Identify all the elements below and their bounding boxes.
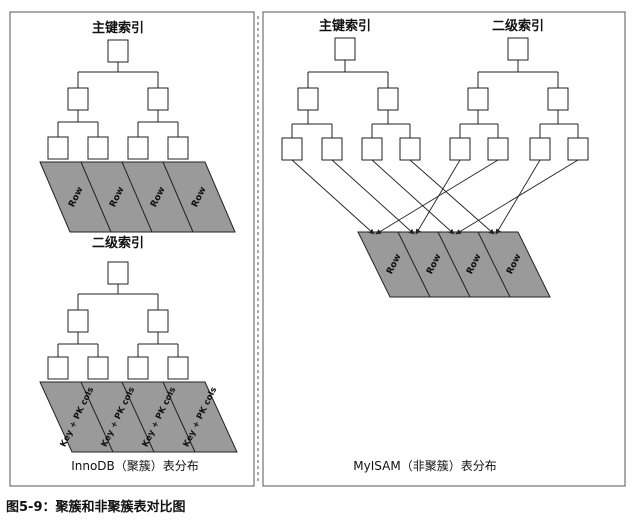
tree-node <box>297 87 319 111</box>
tree-node <box>147 87 169 111</box>
figure-caption: 图5-9：聚簇和非聚簇表对比图 <box>6 500 186 515</box>
myisam-secondary-tree <box>449 37 589 161</box>
tree-node <box>107 39 129 63</box>
tree-node <box>321 137 343 161</box>
innodb-keypk-strip: Key + PK cols Key + PK cols Key + PK col… <box>39 381 238 453</box>
tree-node <box>399 137 421 161</box>
innodb-row-strip: Row Row Row Row <box>39 161 236 233</box>
tree-node <box>361 137 383 161</box>
myisam-primary-tree <box>281 37 421 161</box>
tree-node <box>127 356 149 380</box>
myisam-primary-title: 主键索引 <box>319 18 371 34</box>
tree-node <box>47 356 69 380</box>
innodb-secondary-title: 二级索引 <box>92 235 144 251</box>
tree-node <box>377 87 399 111</box>
tree-node <box>67 87 89 111</box>
myisam-panel-frame <box>262 11 626 487</box>
innodb-primary-tree <box>47 39 189 160</box>
tree-node <box>547 87 569 111</box>
pointer-arrow <box>415 159 461 235</box>
tree-node <box>529 137 551 161</box>
tree-node <box>449 137 471 161</box>
tree-node <box>167 356 189 380</box>
myisam-secondary-title: 二级索引 <box>492 18 544 34</box>
pointer-arrow <box>331 159 415 235</box>
myisam-row-strip: Row Row Row Row <box>357 231 551 298</box>
tree-node <box>147 309 169 333</box>
tree-node <box>334 37 356 61</box>
tree-node <box>107 261 129 285</box>
pointer-arrow <box>455 159 579 235</box>
tree-node <box>487 137 509 161</box>
innodb-subtitle: InnoDB（聚簇）表分布 <box>71 458 199 473</box>
pointer-arrow <box>291 159 375 235</box>
myisam-subtitle: MyISAM（非聚簇）表分布 <box>353 458 496 473</box>
tree-node <box>47 136 69 160</box>
tree-node <box>167 136 189 160</box>
tree-node <box>281 137 303 161</box>
myisam-pointer-arrows <box>291 159 579 235</box>
tree-node <box>507 37 529 61</box>
tree-node <box>87 356 109 380</box>
pointer-arrow <box>371 159 455 235</box>
innodb-secondary-tree <box>47 261 189 380</box>
tree-node <box>567 137 589 161</box>
pointer-arrow <box>375 159 499 235</box>
tree-node <box>67 309 89 333</box>
tree-node <box>467 87 489 111</box>
tree-node <box>127 136 149 160</box>
pointer-arrow <box>495 159 541 235</box>
pointer-arrow <box>409 159 495 235</box>
innodb-panel-frame <box>9 11 255 487</box>
innodb-primary-title: 主键索引 <box>92 20 144 36</box>
tree-node <box>87 136 109 160</box>
